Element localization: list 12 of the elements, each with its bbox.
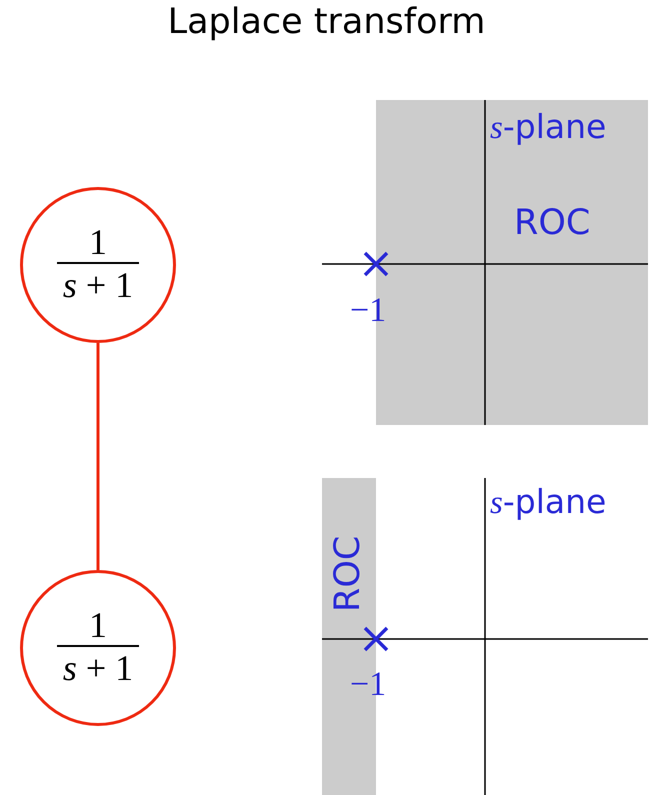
pole-value: −1: [350, 294, 386, 328]
numerator: 1: [88, 224, 108, 262]
plane-label: s-plane: [490, 110, 606, 145]
connector-line: [96, 343, 100, 570]
title: Laplace transform: [166, 2, 486, 42]
plane-label: s-plane: [490, 485, 606, 520]
denominator: s + 1: [56, 262, 140, 306]
denominator: s + 1: [56, 645, 140, 689]
numerator: 1: [88, 607, 108, 646]
plane-label: ROC: [514, 206, 590, 241]
plane-label: ROC: [331, 536, 366, 612]
pole-value: −1: [350, 668, 386, 702]
